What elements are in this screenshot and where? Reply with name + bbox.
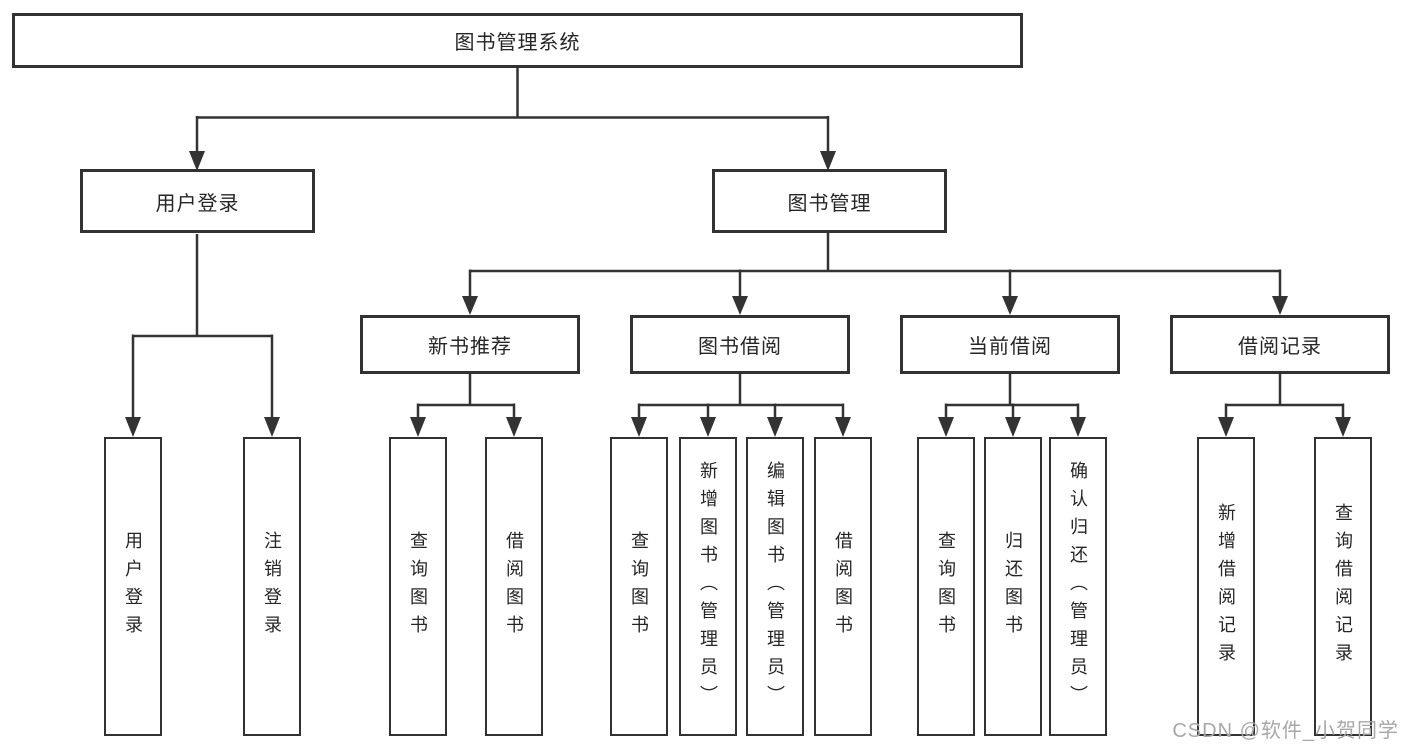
leaf-query-books-current: 查询图书 — [917, 437, 975, 736]
node-book-borrowing: 图书借阅 — [630, 315, 850, 374]
node-label: 借阅图书 — [833, 530, 853, 643]
node-label: 图书借阅 — [698, 336, 782, 358]
node-label: 借阅记录 — [1238, 336, 1322, 358]
node-new-book-recommendation: 新书推荐 — [360, 315, 580, 374]
node-label: 注销登录 — [262, 530, 282, 643]
node-label: 图书管理系统 — [454, 32, 581, 54]
node-label: 新书推荐 — [428, 336, 512, 358]
node-library-management-system: 图书管理系统 — [12, 13, 1023, 68]
csdn-watermark: CSDN @软件_小贺同学 — [1172, 720, 1399, 742]
node-label: 归还图书 — [1003, 530, 1023, 643]
leaf-edit-books-admin: 编辑图书（管理员） — [746, 437, 804, 736]
node-borrowing-records: 借阅记录 — [1170, 315, 1390, 374]
leaf-query-books-borrowing: 查询图书 — [610, 437, 668, 736]
leaf-add-books-admin: 新增图书（管理员） — [679, 437, 737, 736]
leaf-borrow-books-recommend: 借阅图书 — [485, 437, 543, 736]
node-current-borrowing: 当前借阅 — [900, 315, 1120, 374]
leaf-add-borrow-record: 新增借阅记录 — [1197, 437, 1255, 736]
node-label: 确认归还（管理员） — [1068, 460, 1088, 713]
node-label: 新增图书（管理员） — [698, 460, 718, 713]
node-label: 图书管理 — [787, 192, 872, 215]
leaf-user-login: 用户登录 — [104, 437, 162, 736]
node-label: 查询图书 — [936, 530, 956, 643]
leaf-logout: 注销登录 — [243, 437, 301, 736]
node-label: 查询借阅记录 — [1333, 502, 1353, 671]
leaf-query-borrow-record: 查询借阅记录 — [1314, 437, 1372, 736]
arrowheads — [125, 151, 1351, 437]
leaf-borrow-books-borrowing: 借阅图书 — [814, 437, 872, 736]
node-label: 查询图书 — [408, 530, 428, 643]
leaf-return-books: 归还图书 — [984, 437, 1042, 736]
node-book-management: 图书管理 — [712, 169, 947, 233]
node-label: 用户登录 — [155, 192, 240, 215]
node-label: 新增借阅记录 — [1216, 502, 1236, 671]
node-label: 当前借阅 — [968, 336, 1052, 358]
node-label: 查询图书 — [629, 530, 649, 643]
node-label: 借阅图书 — [504, 530, 524, 643]
node-user-login: 用户登录 — [80, 169, 315, 233]
leaf-confirm-return-admin: 确认归还（管理员） — [1049, 437, 1107, 736]
leaf-query-books-recommend: 查询图书 — [389, 437, 447, 736]
node-label: 编辑图书（管理员） — [765, 460, 785, 713]
node-label: 用户登录 — [123, 530, 143, 643]
